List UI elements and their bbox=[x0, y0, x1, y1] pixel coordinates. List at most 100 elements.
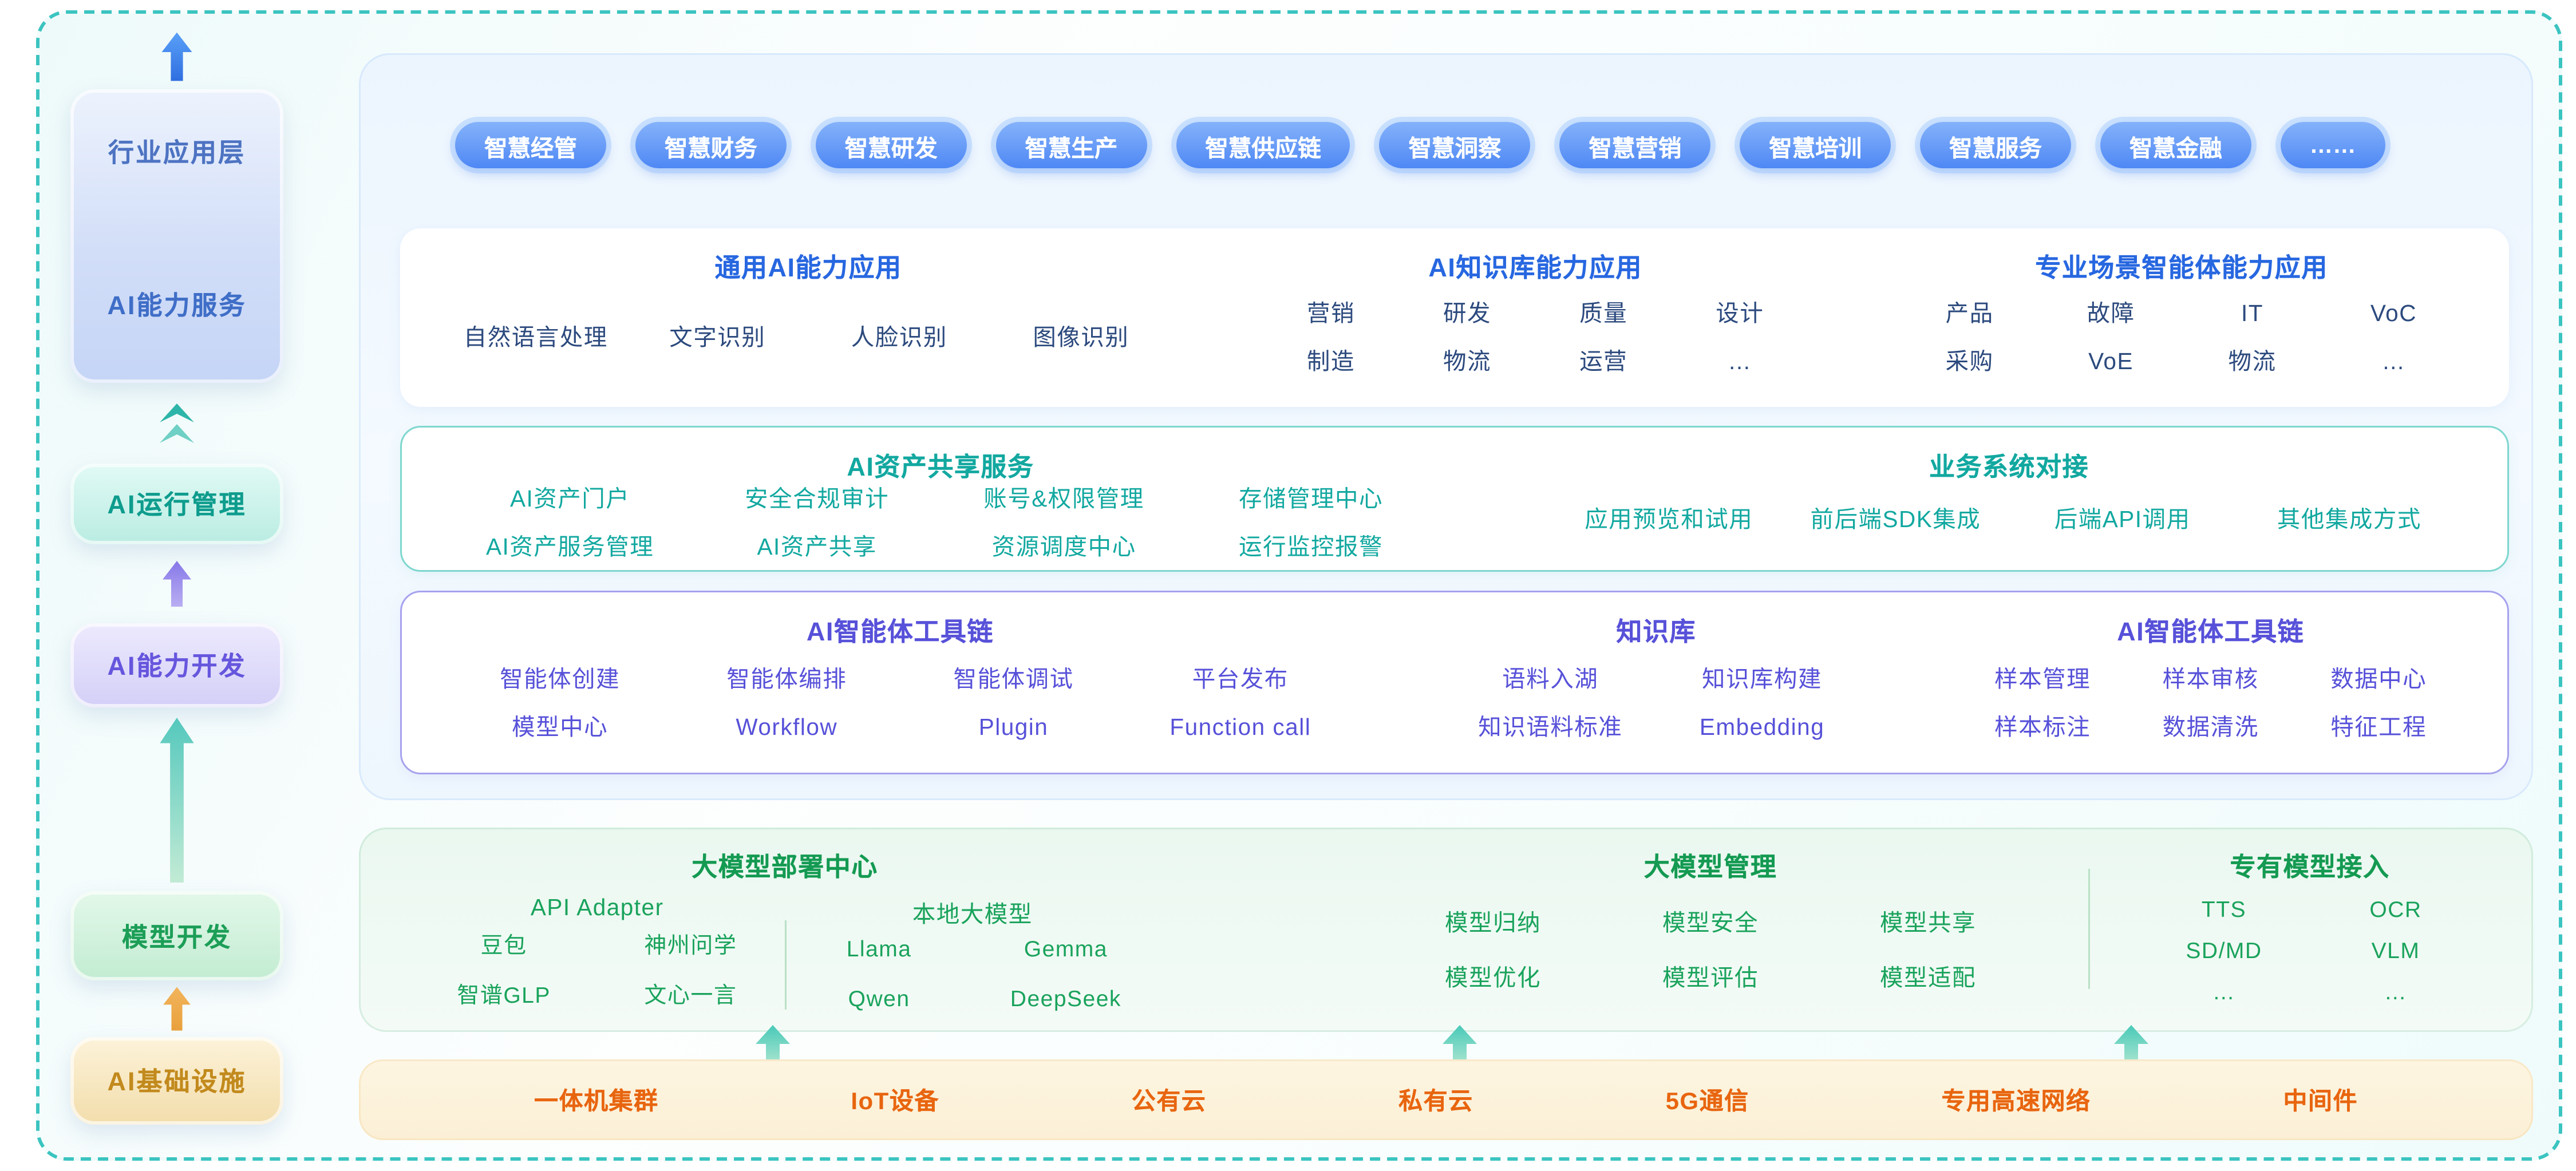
capability-item: 产品 bbox=[1945, 300, 1994, 326]
manage-item: 模型评估 bbox=[1662, 964, 1759, 990]
toolchain-item: 智能体编排 bbox=[726, 665, 847, 691]
up-arrow-purple-icon bbox=[163, 561, 191, 607]
group-title: 业务系统对接 bbox=[1929, 453, 2089, 482]
industry-pill: 智慧营销 bbox=[1559, 122, 1711, 168]
layer-ai-infrastructure: AI基础设施 bbox=[70, 1037, 283, 1125]
group-items: 样本管理样本审核数据中心样本标注数据清洗特征工程 bbox=[1958, 649, 2463, 755]
sample-item: 特征工程 bbox=[2330, 713, 2427, 739]
layer-ai-run-management: AI运行管理 bbox=[70, 464, 283, 544]
layer-ai-capability-dev: AI能力开发 bbox=[70, 623, 283, 707]
industry-pill: …… bbox=[2280, 122, 2385, 168]
asset-item: 存储管理中心 bbox=[1239, 486, 1384, 512]
private-model-item: VLM bbox=[2371, 936, 2420, 963]
up-arrow-teal-tall-icon bbox=[160, 717, 194, 883]
toolchain-item: Workflow bbox=[736, 713, 838, 739]
toolchain-item: Function call bbox=[1170, 713, 1311, 739]
private-model-item: … bbox=[2384, 978, 2408, 1004]
model-item: Gemma bbox=[1024, 936, 1108, 962]
group-title: 通用AI能力应用 bbox=[714, 254, 902, 283]
manage-item: 模型安全 bbox=[1662, 909, 1759, 935]
manage-item: 模型优化 bbox=[1444, 964, 1541, 990]
infra-item: 一体机集群 bbox=[534, 1086, 659, 1114]
layer-label: AI能力服务 bbox=[107, 292, 247, 321]
sample-item: 样本标注 bbox=[1994, 713, 2091, 739]
sample-item: 数据中心 bbox=[2330, 665, 2427, 691]
vertical-divider bbox=[2088, 868, 2090, 988]
ai-capability-card: 通用AI能力应用 自然语言处理文字识别人脸识别图像识别 AI知识库能力应用 营销… bbox=[400, 228, 2509, 407]
capability-item: 图像识别 bbox=[1033, 325, 1129, 350]
asset-item: AI资产服务管理 bbox=[486, 534, 654, 560]
vertical-divider bbox=[784, 920, 786, 1010]
integration-item: 后端API调用 bbox=[2054, 505, 2191, 532]
toolchain-item: 模型中心 bbox=[512, 713, 609, 739]
group-items: 自然语言处理文字识别人脸识别图像识别 bbox=[445, 285, 1172, 390]
capability-item: 研发 bbox=[1443, 300, 1492, 326]
group-items: 应用预览和试用前后端SDK集成后端API调用其他集成方式 bbox=[1555, 484, 2463, 553]
knowledge-item: 语料入湖 bbox=[1502, 665, 1599, 691]
toolchain-item: 平台发布 bbox=[1192, 665, 1289, 691]
layer-sidebar: 行业应用层 AI能力服务 AI运行管理 AI能力开发 bbox=[70, 14, 283, 1157]
knowledge-item: 知识库构建 bbox=[1702, 665, 1823, 691]
private-model-item: SD/MD bbox=[2186, 936, 2262, 963]
model-item: 文心一言 bbox=[644, 981, 737, 1007]
capability-item: 文字识别 bbox=[669, 325, 766, 350]
model-item: 智谱GLP bbox=[457, 981, 551, 1007]
layer-label: AI能力开发 bbox=[107, 652, 247, 682]
model-item: DeepSeek bbox=[1010, 986, 1121, 1011]
layer-model-dev: 模型开发 bbox=[70, 891, 283, 980]
industry-pill: 智慧服务 bbox=[1920, 122, 2071, 168]
up-arrow-blue-icon bbox=[161, 32, 192, 81]
capability-item: 质量 bbox=[1579, 300, 1628, 326]
toolchain-item: Plugin bbox=[978, 713, 1049, 739]
integration-item: 前后端SDK集成 bbox=[1810, 505, 1981, 532]
private-model-item: TTS bbox=[2201, 895, 2247, 921]
layer-label: AI基础设施 bbox=[107, 1068, 247, 1097]
asset-item: 运行监控报警 bbox=[1239, 534, 1384, 560]
group-system-integration: 业务系统对接 应用预览和试用前后端SDK集成后端API调用其他集成方式 bbox=[1555, 441, 2463, 553]
group-title: 大模型管理 bbox=[1643, 853, 1777, 883]
capability-item: 采购 bbox=[1945, 349, 1994, 374]
group-title: 专业场景智能体能力应用 bbox=[2035, 254, 2328, 283]
up-arrow-orange-icon bbox=[163, 987, 191, 1031]
asset-item: AI资产门户 bbox=[510, 486, 630, 512]
layer-label: 行业应用层 bbox=[108, 139, 246, 168]
up-chevrons-teal-icon bbox=[160, 403, 194, 443]
group-knowledge-apps: AI知识库能力应用 营销研发质量设计制造物流运营… bbox=[1263, 242, 1808, 390]
group-title: AI智能体工具链 bbox=[2117, 618, 2305, 647]
main-content: 智慧经管智慧财务智慧研发智慧生产智慧供应链智慧洞察智慧营销智慧培训智慧服务智慧金… bbox=[359, 14, 2533, 1157]
asset-item: 资源调度中心 bbox=[991, 534, 1136, 560]
manage-item: 模型归纳 bbox=[1444, 909, 1541, 935]
private-model-item: OCR bbox=[2369, 895, 2422, 921]
layer-label: 模型开发 bbox=[121, 923, 232, 952]
sample-item: 样本管理 bbox=[1994, 665, 2091, 691]
model-item: 神州问学 bbox=[644, 931, 737, 958]
industry-pill: 智慧研发 bbox=[815, 122, 967, 168]
subgroup-title: 本地大模型 bbox=[912, 901, 1033, 927]
industry-app-pills: 智慧经管智慧财务智慧研发智慧生产智慧供应链智慧洞察智慧营销智慧培训智慧服务智慧金… bbox=[455, 120, 2385, 170]
sample-item: 数据清洗 bbox=[2162, 713, 2259, 739]
diagram-frame: 行业应用层 AI能力服务 AI运行管理 AI能力开发 bbox=[36, 10, 2562, 1161]
knowledge-item: 知识语料标准 bbox=[1478, 713, 1623, 739]
group-title: AI知识库能力应用 bbox=[1428, 254, 1642, 283]
manage-item: 模型共享 bbox=[1879, 909, 1976, 935]
group-title: AI资产共享服务 bbox=[847, 453, 1034, 482]
toolchain-item: 智能体调试 bbox=[953, 665, 1074, 691]
infra-item: 中间件 bbox=[2283, 1086, 2358, 1114]
capability-item: 运营 bbox=[1579, 349, 1628, 374]
capability-item: 物流 bbox=[1443, 349, 1492, 374]
model-item: Qwen bbox=[848, 986, 910, 1011]
industry-pill: 智慧经管 bbox=[455, 122, 606, 168]
toolchain-item: 智能体创建 bbox=[500, 665, 621, 691]
